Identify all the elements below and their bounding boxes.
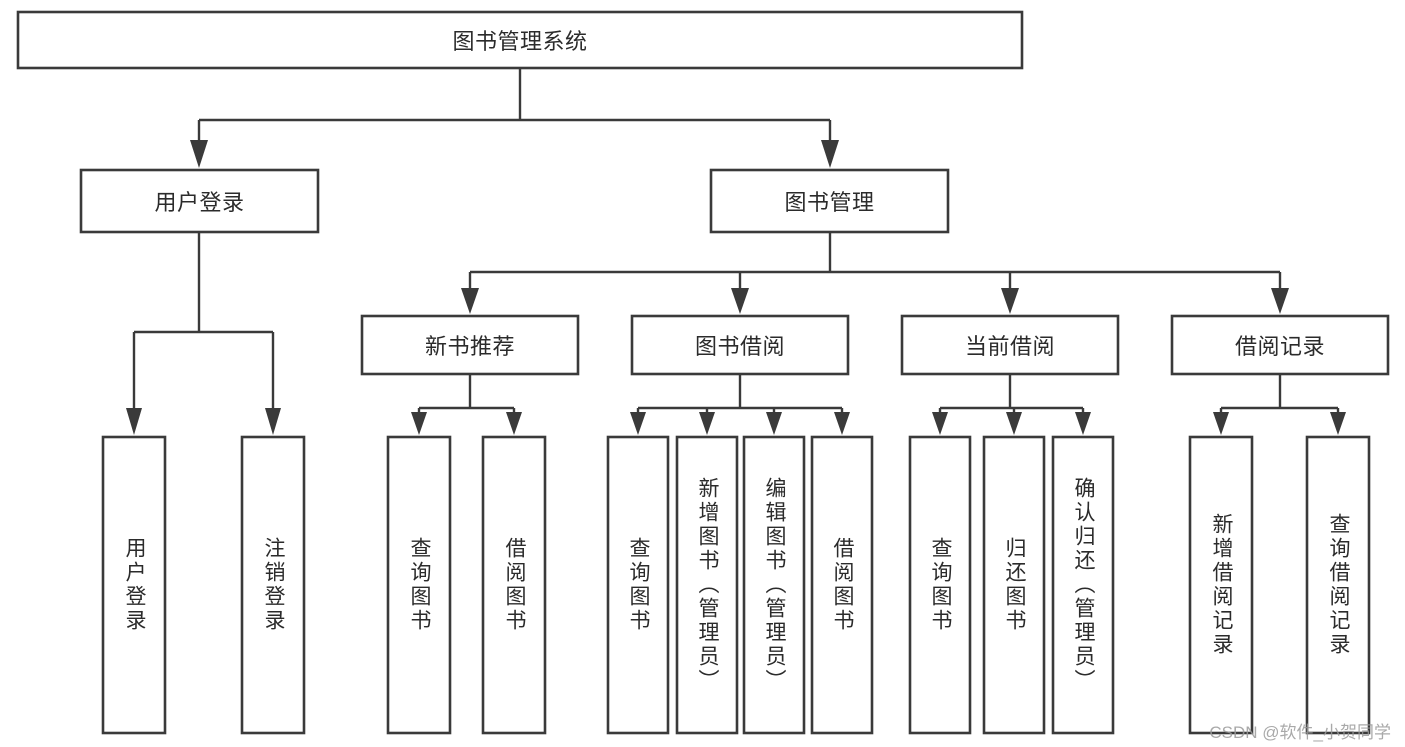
node-box-user-login[interactable] xyxy=(79,168,320,234)
node-box-current-borrow[interactable] xyxy=(900,314,1120,376)
arrow-head-leaf-edit-book xyxy=(766,412,782,435)
connector-current-borrow-to-leaves xyxy=(932,374,1091,435)
node-box-leaf-add-borrow-record[interactable] xyxy=(1188,435,1254,735)
connector-book-borrow-to-leaves xyxy=(630,374,850,435)
arrow-head-user-login xyxy=(190,140,208,168)
node-box-leaf-user-login[interactable] xyxy=(101,435,167,735)
node-box-leaf-return-book[interactable] xyxy=(982,435,1046,735)
node-box-book-borrow[interactable] xyxy=(630,314,850,376)
connector-borrow-record-to-leaves xyxy=(1213,374,1346,435)
arrow-head-leaf-query-book-3 xyxy=(932,412,948,435)
arrow-head-leaf-query-book-2 xyxy=(630,412,646,435)
node-box-leaf-edit-book[interactable] xyxy=(742,435,806,735)
arrow-head-leaf-confirm-return xyxy=(1075,412,1091,435)
arrow-head-leaf-borrow-book-1 xyxy=(506,412,522,435)
node-box-borrow-record[interactable] xyxy=(1170,314,1390,376)
node-box-new-book-recommend[interactable] xyxy=(360,314,580,376)
arrow-head-book-borrow xyxy=(731,288,749,314)
watermark-text: CSDN @软件_小贺同学 xyxy=(1209,723,1391,742)
node-box-book-management[interactable] xyxy=(709,168,950,234)
node-box-leaf-add-book[interactable] xyxy=(675,435,739,735)
arrow-head-leaf-borrow-book-2 xyxy=(834,412,850,435)
node-box-leaf-confirm-return[interactable] xyxy=(1051,435,1115,735)
node-box-leaf-query-borrow-record[interactable] xyxy=(1305,435,1371,735)
arrow-head-leaf-query-borrow-record xyxy=(1330,412,1346,435)
arrow-head-leaf-add-borrow-record xyxy=(1213,412,1229,435)
node-box-leaf-borrow-book-2[interactable] xyxy=(810,435,874,735)
arrow-head-leaf-logout-login xyxy=(265,408,281,435)
arrow-head-leaf-add-book xyxy=(699,412,715,435)
arrow-head-leaf-return-book xyxy=(1006,412,1022,435)
node-box-leaf-logout-login[interactable] xyxy=(240,435,306,735)
node-box-leaf-query-book-3[interactable] xyxy=(908,435,972,735)
node-box-leaf-query-book-2[interactable] xyxy=(606,435,670,735)
connector-new-book-recommend-to-leaves xyxy=(411,374,522,435)
node-box-leaf-query-book-1[interactable] xyxy=(386,435,452,735)
node-box-leaf-borrow-book-1[interactable] xyxy=(481,435,547,735)
node-box-root[interactable] xyxy=(16,10,1024,70)
arrow-head-new-book-recommend xyxy=(461,288,479,314)
arrow-head-book-management xyxy=(821,140,839,168)
arrow-head-current-borrow xyxy=(1001,288,1019,314)
arrow-head-leaf-user-login xyxy=(126,408,142,435)
connector-book-management-to-level3 xyxy=(461,232,1289,314)
connector-user-login-to-leaves xyxy=(126,232,281,435)
arrow-head-borrow-record xyxy=(1271,288,1289,314)
connector-root-to-level2 xyxy=(190,68,839,168)
arrow-head-leaf-query-book-1 xyxy=(411,412,427,435)
